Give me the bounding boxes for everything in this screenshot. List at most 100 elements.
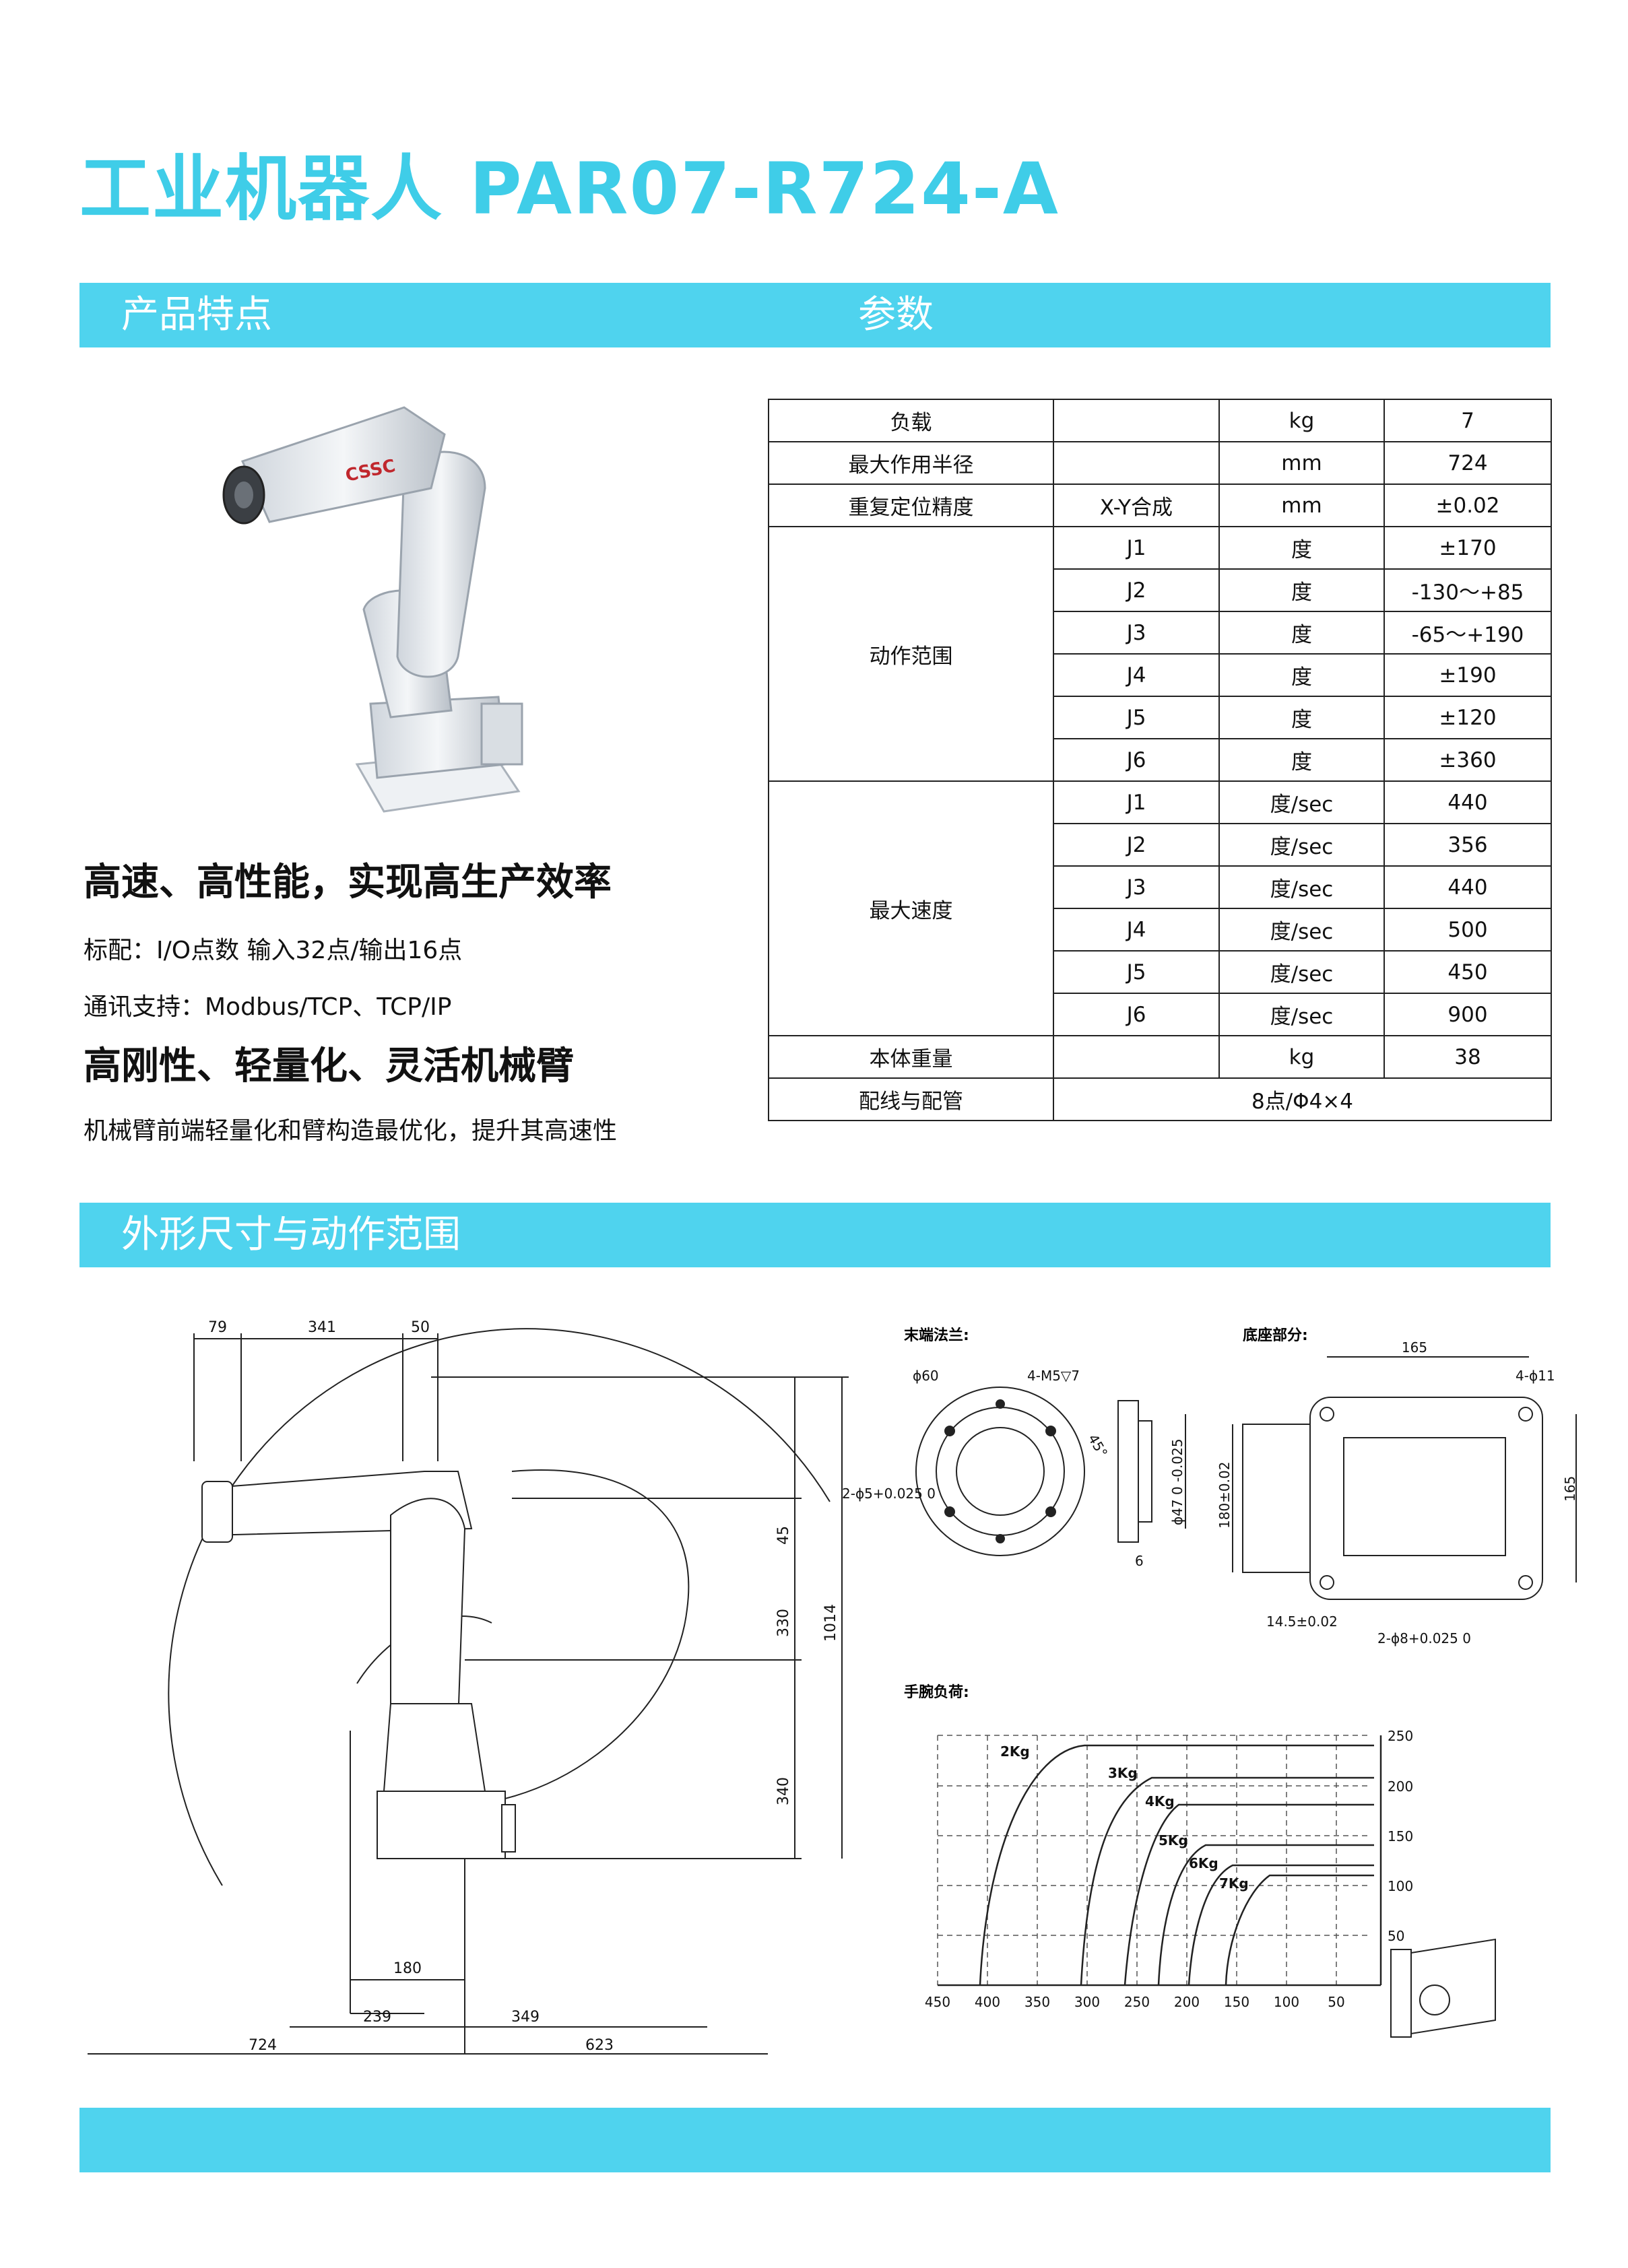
- flange-title: 末端法兰:: [904, 1327, 969, 1344]
- param-value: 38: [1383, 1035, 1552, 1079]
- axis-label: J4: [1053, 908, 1220, 952]
- x-tick-label: 400: [975, 1994, 1000, 2010]
- section-band-dimensions: 外形尺寸与动作范围: [79, 1203, 1551, 1267]
- feature-text-io: 标配：I/O点数 输入32点/输出16点: [84, 937, 463, 964]
- param-unit: mm: [1218, 441, 1385, 485]
- param-unit: 度/sec: [1218, 823, 1385, 867]
- base-165b: 165: [1562, 1476, 1578, 1502]
- param-unit: 度/sec: [1218, 780, 1385, 824]
- dim-180: 180: [393, 1960, 422, 1977]
- table-row: J6 度 ±360: [769, 738, 1552, 782]
- param-unit: 度: [1218, 738, 1385, 782]
- param-value: 440: [1383, 865, 1552, 909]
- table-row: J2 度/sec 356: [769, 823, 1552, 867]
- axis-label: J1: [1053, 780, 1220, 824]
- table-row: J3 度 -65～+190: [769, 611, 1552, 655]
- dim-239: 239: [363, 2009, 391, 2026]
- table-row: J4 度 ±190: [769, 653, 1552, 697]
- base-pin: 2-ϕ8+0.025 0: [1377, 1630, 1471, 1646]
- base-165a: 165: [1402, 1339, 1427, 1356]
- param-label: 本体重量: [768, 1035, 1054, 1079]
- param-value: -130～+85: [1383, 568, 1552, 612]
- param-label: 重复定位精度: [768, 483, 1054, 527]
- axis-label: J5: [1053, 950, 1220, 994]
- param-unit: mm: [1218, 483, 1385, 527]
- table-row: J5 度 ±120: [769, 696, 1552, 739]
- param-value: 356: [1383, 823, 1552, 867]
- x-tick-label: 150: [1224, 1994, 1249, 2010]
- param-value: 500: [1383, 908, 1552, 952]
- param-unit: kg: [1218, 1035, 1385, 1079]
- table-row: J4 度/sec 500: [769, 908, 1552, 952]
- base-title: 底座部分:: [1243, 1327, 1308, 1344]
- wrist-title: 手腕负荷:: [904, 1683, 969, 1701]
- axis-label: J3: [1053, 865, 1220, 909]
- load-label: 5Kg: [1159, 1832, 1188, 1848]
- dim-341: 341: [308, 1319, 336, 1336]
- section-title-dimensions: 外形尺寸与动作范围: [121, 1213, 461, 1257]
- footer-band: [79, 2108, 1551, 2172]
- y-tick-label: 250: [1388, 1728, 1413, 1744]
- param-value: ±360: [1383, 738, 1552, 782]
- flange-pin: 2-ϕ5+0.025 0: [842, 1486, 936, 1502]
- x-tick-label: 250: [1124, 1994, 1150, 2010]
- base-145: 14.5±0.02: [1266, 1613, 1338, 1630]
- flange-m5: 4-M5▽7: [1027, 1368, 1080, 1384]
- section-title-params: 参数: [858, 293, 934, 337]
- dim-50: 50: [411, 1319, 430, 1336]
- flange-d6: 6: [1135, 1553, 1144, 1569]
- x-tick-label: 200: [1174, 1994, 1200, 2010]
- dim-45: 45: [775, 1526, 792, 1545]
- table-row: J5 度/sec 450: [769, 950, 1552, 994]
- axis-label: J4: [1053, 653, 1220, 697]
- axis-label: J2: [1053, 568, 1220, 612]
- table-row: 配线与配管 8点/Φ4×4: [768, 1077, 1552, 1121]
- axis-label: J3: [1053, 611, 1220, 655]
- param-label: 负载: [768, 399, 1054, 442]
- param-label: 动作范围: [768, 526, 1054, 782]
- dim-330: 330: [775, 1609, 792, 1637]
- param-label: 最大速度: [768, 780, 1054, 1036]
- table-row: J2 度 -130～+85: [769, 568, 1552, 612]
- param-unit: 度: [1218, 696, 1385, 739]
- x-tick-label: 450: [925, 1994, 950, 2010]
- axis-label: J6: [1053, 993, 1220, 1036]
- param-unit: 度/sec: [1218, 865, 1385, 909]
- table-row: 动作范围 J1 度 ±170: [768, 526, 1552, 782]
- param-value: ±0.02: [1383, 483, 1552, 527]
- load-label: 3Kg: [1108, 1765, 1138, 1781]
- param-value: 724: [1383, 441, 1552, 485]
- load-label: 4Kg: [1145, 1793, 1175, 1809]
- param-value: ±170: [1383, 526, 1552, 570]
- flange-deg45: 45°: [1085, 1432, 1111, 1461]
- param-sub: X-Y合成: [1053, 483, 1220, 527]
- param-value: ±120: [1383, 696, 1552, 739]
- flange-phi60: ϕ60: [913, 1368, 939, 1384]
- table-row: 重复定位精度 X-Y合成 mm ±0.02: [768, 483, 1552, 527]
- dim-79: 79: [208, 1319, 227, 1336]
- x-tick-label: 100: [1274, 1994, 1299, 2010]
- dim-623: 623: [585, 2037, 614, 2054]
- x-tick-label: 350: [1024, 1994, 1050, 2010]
- feature-text-comm: 通讯支持：Modbus/TCP、TCP/IP: [84, 993, 452, 1021]
- y-tick-label: 50: [1388, 1928, 1404, 1944]
- load-label: 2Kg: [1000, 1743, 1030, 1760]
- param-label: 配线与配管: [768, 1077, 1054, 1121]
- param-value: 450: [1383, 950, 1552, 994]
- load-label: 7Kg: [1219, 1875, 1249, 1892]
- dimension-drawing: 79 341 50 45 330 1014 340 180 724 239 34…: [88, 1319, 1578, 2055]
- base-holes: 4-ϕ11: [1516, 1368, 1555, 1384]
- param-unit: kg: [1218, 399, 1385, 442]
- section-band-features-params: 产品特点 参数: [79, 283, 1551, 347]
- param-unit: 度: [1218, 568, 1385, 612]
- axis-label: J5: [1053, 696, 1220, 739]
- param-unit: 度: [1218, 526, 1385, 570]
- work-envelope-inner: [424, 1469, 690, 1807]
- x-tick-label: 300: [1074, 1994, 1100, 2010]
- x-tick-label: 50: [1328, 1994, 1344, 2010]
- load-label: 6Kg: [1189, 1855, 1218, 1871]
- param-value: 8点/Φ4×4: [1053, 1077, 1552, 1121]
- wrist-load-chart: 手腕负荷: 250 200 150 100 50: [904, 1683, 1496, 2038]
- dim-349: 349: [511, 2009, 540, 2026]
- axis-label: J2: [1053, 823, 1220, 867]
